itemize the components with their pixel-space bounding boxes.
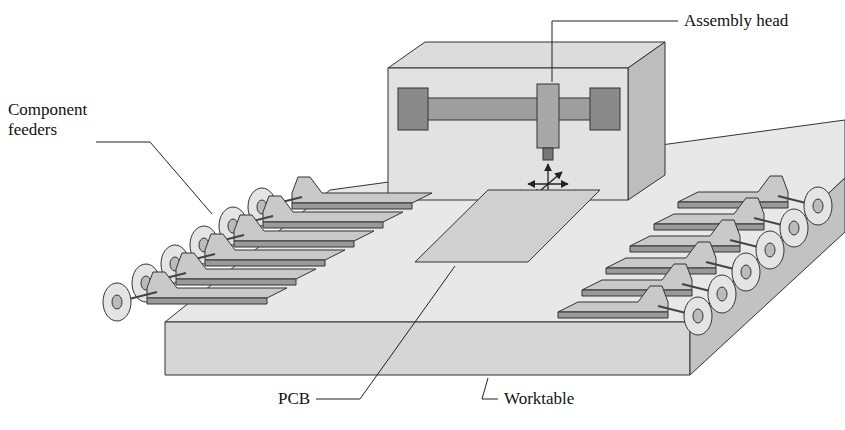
part-label: PCB (278, 389, 310, 409)
part-label: Component feeders (8, 100, 100, 139)
part-label: Worktable (504, 389, 574, 409)
part-label: Assembly head (684, 11, 788, 31)
